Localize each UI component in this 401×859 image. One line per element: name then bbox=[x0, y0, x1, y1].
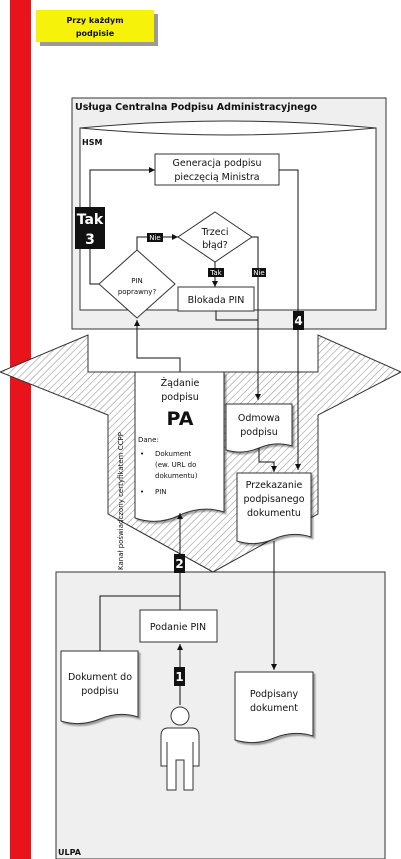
label-tak: Tak bbox=[209, 269, 222, 277]
zadanie-b2: PIN bbox=[155, 488, 167, 496]
label-tak-bg bbox=[208, 268, 224, 277]
odmowa-line2: podpisu bbox=[240, 427, 278, 438]
edge-odmowa-to-przekazanie bbox=[258, 448, 277, 472]
zadanie-b1-l3: dokumentu) bbox=[155, 472, 198, 480]
trzeci-line1: Trzeci bbox=[200, 227, 228, 238]
dokument-line1: Dokument do bbox=[68, 672, 132, 683]
zadanie-bullet2: • bbox=[140, 488, 144, 496]
podpisany-line1: Podpisany bbox=[250, 689, 299, 700]
edge-nie-to-trzeci bbox=[136, 234, 178, 250]
dokument-doc bbox=[60, 650, 139, 725]
zadanie-b1-l1: Dokument bbox=[155, 450, 192, 458]
dokument-line2: podpisu bbox=[81, 686, 119, 697]
przekazanie-line3: dokumentu bbox=[247, 508, 301, 519]
edge-zadanie-to-pin bbox=[134, 320, 181, 372]
badge-tak3 bbox=[75, 207, 105, 249]
pin-line2: poprawny? bbox=[118, 288, 157, 296]
przekazanie-doc bbox=[236, 472, 312, 545]
pin-diamond bbox=[98, 249, 176, 319]
badge-1 bbox=[174, 667, 185, 686]
label-nie-top-bg bbox=[147, 233, 163, 242]
zadanie-big: PA bbox=[167, 408, 194, 430]
zadanie-bullet1: • bbox=[140, 450, 144, 458]
blokada-text: Blokada PIN bbox=[188, 295, 245, 306]
zadanie-dane: Dane: bbox=[138, 436, 159, 444]
odmowa-doc bbox=[225, 403, 293, 453]
przekazanie-line1: Przekazanie bbox=[246, 480, 303, 491]
hsm-cylinder-top bbox=[79, 127, 377, 136]
generacja-line2: pieczęcią Ministra bbox=[174, 172, 259, 183]
hsm-label: HSM bbox=[82, 138, 102, 147]
podpisany-line2: dokument bbox=[250, 703, 298, 714]
pin-line1: PIN bbox=[131, 277, 143, 285]
edge-blokada-to-odmowa bbox=[215, 311, 258, 321]
edge-trzeci-to-odmowa bbox=[252, 236, 261, 400]
badge-tak3-num: 3 bbox=[85, 232, 95, 248]
badge-4 bbox=[293, 311, 304, 330]
badge-tak3-text: Tak bbox=[77, 212, 104, 228]
generacja-box bbox=[154, 153, 280, 186]
zadanie-line2: podpisu bbox=[161, 392, 199, 403]
ucpa-title: Usługa Centralna Podpisu Administracyjne… bbox=[75, 102, 318, 113]
podanie-box bbox=[139, 609, 218, 643]
generacja-line1: Generacja podpisu bbox=[172, 158, 261, 169]
badge-2 bbox=[174, 554, 185, 573]
label-nie-top: Nie bbox=[149, 234, 161, 242]
label-nie-right-bg bbox=[252, 268, 266, 277]
note-line1: Przy każdym bbox=[66, 16, 123, 25]
trzeci-line2: błąd? bbox=[202, 240, 228, 251]
note-line2: podpisie bbox=[76, 29, 115, 38]
blokada-box bbox=[177, 286, 255, 312]
badge-4-text: 4 bbox=[294, 314, 302, 328]
user-icon bbox=[160, 706, 200, 791]
edge-dokument-to-channel bbox=[99, 595, 180, 651]
badge-2-text: 2 bbox=[175, 557, 183, 571]
zadanie-b1-l2: (ew. URL do bbox=[155, 461, 196, 469]
channel-label: Kanał poświadczony certyfikatem CCPP bbox=[117, 432, 125, 570]
ulpa-label: ULPA bbox=[58, 848, 82, 857]
podanie-text: Podanie PIN bbox=[150, 622, 206, 633]
podpisany-doc bbox=[234, 671, 314, 744]
left-red-bar bbox=[10, 0, 31, 859]
note-box bbox=[36, 10, 154, 42]
label-nie-right: Nie bbox=[253, 269, 265, 277]
badge-1-text: 1 bbox=[175, 670, 183, 684]
zadanie-line1: Żądanie bbox=[161, 378, 200, 389]
edge-generacja-to-przekazanie bbox=[279, 169, 301, 470]
przekazanie-line2: podpisanego bbox=[243, 494, 304, 505]
odmowa-line1: Odmowa bbox=[238, 413, 280, 424]
